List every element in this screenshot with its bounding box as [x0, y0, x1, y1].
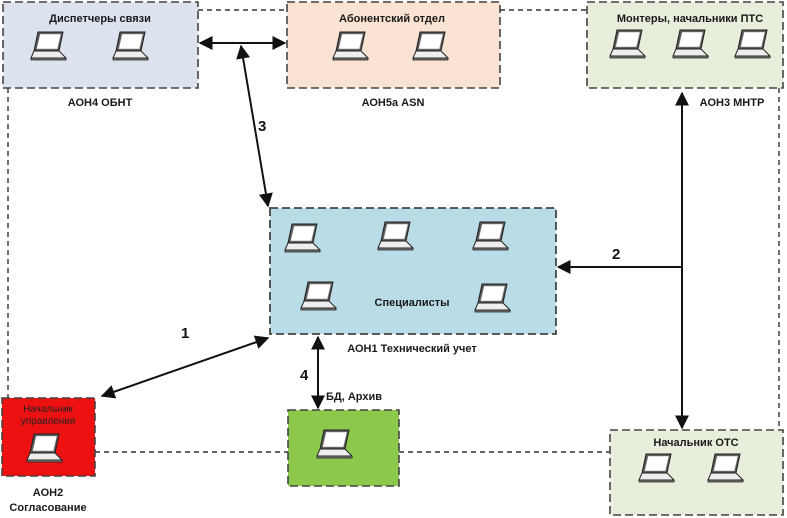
otc-box — [609, 429, 784, 516]
otc-title: Начальник ОТС — [653, 437, 738, 449]
dashed-links — [7, 9, 780, 453]
dispatch-caption: АОН4 ОБНТ — [68, 97, 133, 109]
boss-caption-line1: АОН2 — [33, 487, 63, 499]
arrow-1 — [100, 335, 270, 399]
link-number-3: 3 — [258, 118, 266, 135]
subscriber-title: Абонентский отдел — [339, 13, 445, 25]
montery-caption: АОН3 МНТР — [700, 97, 765, 109]
specialists-caption: АОН1 Технический учет — [347, 343, 477, 355]
boss-title-line1: Начальник — [23, 404, 73, 415]
boss-caption-line2: Согласование — [9, 502, 86, 514]
link-number-1: 1 — [181, 325, 189, 342]
montery-laptops — [609, 29, 771, 59]
subscriber-box — [286, 1, 501, 89]
dispatch-title: Диспетчеры связи — [49, 13, 151, 25]
montery-title: Монтеры, начальники ПТС — [617, 13, 763, 25]
boss-title-line2: управления — [21, 416, 76, 427]
specialists-box — [269, 207, 557, 335]
db-caption: БД, Архив — [326, 391, 382, 403]
link-number-2: 2 — [612, 246, 620, 263]
link-number-4: 4 — [300, 367, 309, 384]
arrows — [100, 36, 689, 430]
arrow-3 — [236, 44, 273, 208]
specialists-title: Специалисты — [375, 297, 450, 309]
subscriber-caption: АОН5а ASN — [362, 97, 425, 109]
